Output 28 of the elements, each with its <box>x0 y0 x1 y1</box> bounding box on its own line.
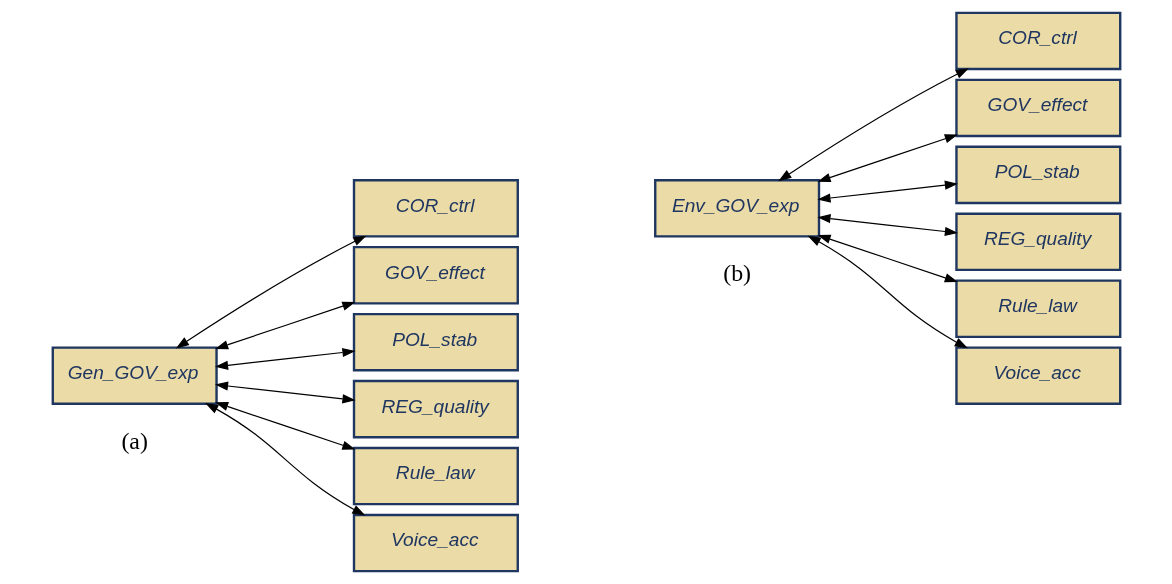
node-box: GOV_effect <box>352 245 519 305</box>
node-box: REG_quality <box>954 212 1121 272</box>
node-box: Gen_GOV_exp <box>51 346 218 405</box>
node-box: Env_GOV_exp <box>653 179 820 238</box>
label: (b) <box>722 260 751 287</box>
arrow <box>816 180 958 203</box>
node-box: REG_quality <box>352 379 519 439</box>
node-box: Voice_acc <box>352 513 519 573</box>
arrow <box>175 235 366 349</box>
node-box: POL_stab <box>954 145 1121 205</box>
arrow <box>214 402 355 450</box>
arrow <box>807 235 968 349</box>
arrow <box>816 214 958 237</box>
arrow <box>777 68 969 182</box>
arrow <box>214 301 355 350</box>
node-box: COR_ctrl <box>954 11 1121 71</box>
arrow <box>214 381 356 404</box>
node-box: Rule_law <box>352 446 519 506</box>
node-box: POL_stab <box>352 312 519 372</box>
label: (a) <box>120 427 148 454</box>
arrow <box>214 347 356 370</box>
node-box: COR_ctrl <box>352 179 519 238</box>
node-box: Voice_acc <box>954 346 1121 405</box>
arrow <box>204 403 365 516</box>
arrow <box>816 134 958 182</box>
arrow <box>816 234 958 283</box>
node-box: GOV_effect <box>954 78 1121 138</box>
node-box: Rule_law <box>954 279 1121 339</box>
